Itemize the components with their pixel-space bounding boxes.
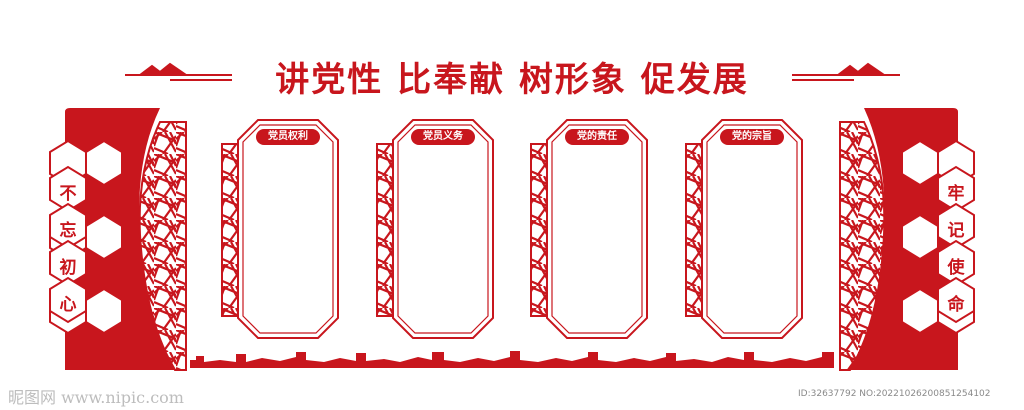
title-cloud-right bbox=[792, 62, 900, 81]
panel-frames bbox=[237, 119, 803, 339]
right-slogan-char: 记 bbox=[947, 221, 965, 241]
panel-tag-party-purpose: 党的宗旨 bbox=[720, 129, 784, 145]
panel-tag-party-rights: 党员权利 bbox=[256, 129, 320, 145]
right-slogan-char: 牢 bbox=[947, 184, 965, 204]
right-slogan-hexagons bbox=[937, 165, 975, 324]
title-cloud-left bbox=[125, 62, 232, 81]
great-wall-silhouette bbox=[190, 351, 834, 368]
right-slogan-char: 命 bbox=[947, 295, 965, 315]
left-slogan-hexagons bbox=[49, 165, 87, 324]
right-slogan-char: 使 bbox=[947, 258, 965, 278]
image-id-text: ID:32637792 NO:20221026200851254102 bbox=[798, 389, 991, 399]
left-slogan-char: 不 bbox=[59, 184, 77, 204]
panel-tag-party-responsibility: 党的责任 bbox=[565, 129, 629, 145]
left-slogan-char: 心 bbox=[59, 295, 77, 315]
watermark: 昵图网 www.nipic.com bbox=[8, 388, 184, 407]
left-lattice bbox=[138, 121, 187, 371]
left-slogan-char: 初 bbox=[59, 258, 77, 278]
left-slogan-char: 忘 bbox=[59, 221, 77, 241]
panel-inner-frames bbox=[242, 124, 798, 334]
page-title: 讲党性 比奉献 树形象 促发展 bbox=[275, 60, 749, 100]
panel-tag-party-duties: 党员义务 bbox=[411, 129, 475, 145]
right-lattice bbox=[839, 121, 886, 371]
